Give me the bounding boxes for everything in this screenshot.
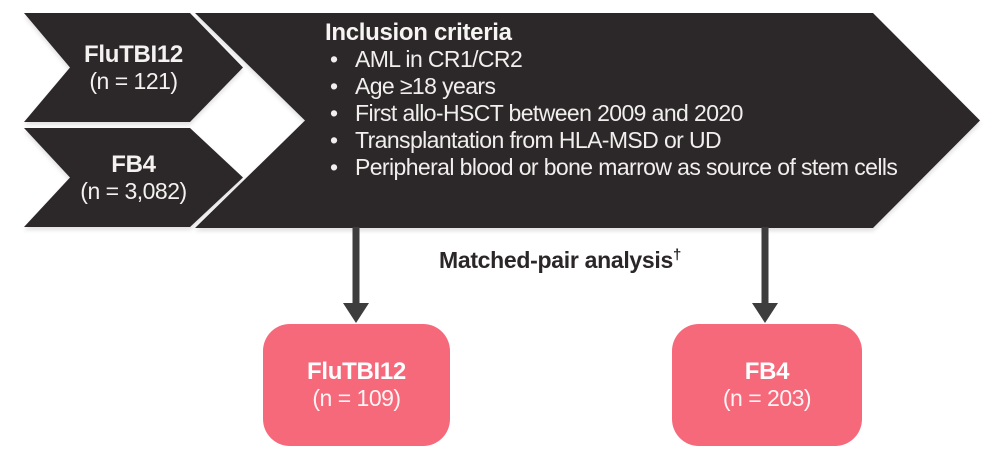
dagger-superscript: † <box>672 246 682 264</box>
result-flutbi12-n: (n = 109) <box>312 385 401 411</box>
inclusion-item-text: AML in CR1/CR2 <box>355 46 523 72</box>
inclusion-item: • Transplantation from HLA-MSD or UD <box>325 127 910 154</box>
result-fb4-label: FB4 <box>744 358 790 385</box>
bullet-icon: • <box>330 100 339 126</box>
cohort-flutbi12-n: (n = 121) <box>89 67 178 94</box>
inclusion-item: • Peripheral blood or bone marrow as sou… <box>325 154 910 181</box>
bullet-icon: • <box>330 154 339 180</box>
chevron-fb4-shape <box>24 128 243 227</box>
matched-pair-analysis-label: Matched-pair analysis† <box>310 246 810 274</box>
result-flutbi12-label: FluTBI12 <box>307 358 406 385</box>
result-fb4-n: (n = 203) <box>722 385 812 411</box>
inclusion-criteria-title: Inclusion criteria <box>325 19 512 46</box>
left-down-arrow-shaft <box>352 227 360 306</box>
inclusion-item: • Age ≥18 years <box>325 73 910 100</box>
cohort-chevron-flutbi12: FluTBI12 (n = 121) <box>24 13 243 122</box>
result-box-fb4: FB4 (n = 203) <box>672 324 862 446</box>
inclusion-item: • First allo-HSCT between 2009 and 2020 <box>325 100 910 127</box>
inclusion-item-text: First allo-HSCT between 2009 and 2020 <box>355 100 743 126</box>
cohort-chevron-fb4: FB4 (n = 3,082) <box>24 128 243 227</box>
inclusion-criteria-list: • AML in CR1/CR2 • Age ≥18 years • First… <box>325 46 910 181</box>
cohort-flutbi12-label: FluTBI12 <box>84 40 183 68</box>
cohort-fb4-label: FB4 <box>111 150 156 178</box>
inclusion-arrow-shape <box>195 13 980 228</box>
matched-pair-text: Matched-pair analysis <box>438 247 673 273</box>
bullet-icon: • <box>330 46 339 72</box>
inclusion-item: • AML in CR1/CR2 <box>325 46 910 73</box>
left-down-arrow-head <box>343 303 369 323</box>
inclusion-item-text: Peripheral blood or bone marrow as sourc… <box>355 154 898 180</box>
right-down-arrow-shaft <box>761 227 769 306</box>
cohort-fb4-n: (n = 3,082) <box>80 177 187 204</box>
inclusion-item-text: Age ≥18 years <box>355 73 496 99</box>
right-down-arrow-head <box>752 303 778 323</box>
result-box-flutbi12: FluTBI12 (n = 109) <box>263 324 450 446</box>
inclusion-item-text: Transplantation from HLA-MSD or UD <box>355 127 722 153</box>
connector-arrows <box>343 227 778 323</box>
bullet-icon: • <box>330 127 339 153</box>
chevron-flutbi12-shape <box>24 13 243 122</box>
inclusion-criteria-block: Inclusion criteria • AML in CR1/CR2 • Ag… <box>325 19 910 181</box>
bullet-icon: • <box>330 73 339 99</box>
dark-shapes <box>24 13 980 228</box>
